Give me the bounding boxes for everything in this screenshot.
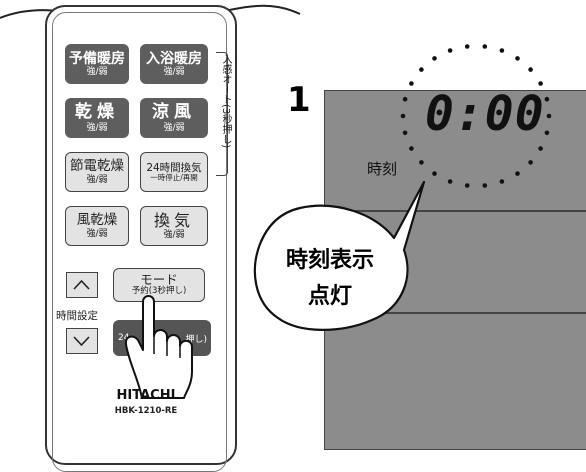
chevron-up-icon <box>73 279 90 290</box>
eco-dry-button[interactable]: 節電乾燥 強/弱 <box>65 152 129 192</box>
blink-dot <box>419 160 424 165</box>
clock-display: 0:00 <box>425 86 545 142</box>
bath-heat-button-sub: 強/弱 <box>163 66 185 77</box>
step-number: 1 <box>287 80 311 120</box>
blink-dot <box>464 183 470 188</box>
blink-dot <box>528 160 533 165</box>
panel-divider-upper <box>324 210 586 212</box>
cool-breeze-button[interactable]: 涼風 強/弱 <box>140 98 208 138</box>
blink-dot <box>515 171 520 176</box>
blink-dot <box>409 81 414 86</box>
bath-heat-button-label: 入浴暖房 <box>146 50 202 67</box>
blink-dot <box>546 113 552 119</box>
mode-button-sub: 予約(3秒押し) <box>131 286 187 297</box>
preheat-button[interactable]: 予備暖房 強/弱 <box>65 44 129 84</box>
time-down-button[interactable] <box>66 328 98 354</box>
chevron-down-icon <box>73 336 90 347</box>
wind-dry-button-sub: 強/弱 <box>86 228 108 239</box>
blink-dot <box>538 146 543 151</box>
blink-dot <box>447 179 453 184</box>
blink-indicator-dots <box>400 44 552 188</box>
brand-logo: HITACHI <box>116 388 176 403</box>
clock-label: 時刻 <box>367 160 398 178</box>
blink-dot <box>538 81 543 86</box>
mode-button[interactable]: モード 予約(3秒押し) <box>113 268 205 302</box>
blink-dot <box>402 96 408 102</box>
timer-button-prefix: 24 <box>118 333 130 343</box>
blink-dot <box>515 56 520 61</box>
blink-dot <box>499 179 505 184</box>
eco-dry-button-sub: 強/弱 <box>86 174 108 185</box>
callout-text: 時刻表示 点灯 <box>268 243 392 315</box>
ventilation-24h-button-label: 24時間換気 <box>146 161 202 174</box>
blink-dot <box>400 113 406 119</box>
blink-dot <box>482 44 488 49</box>
blink-dot <box>482 183 488 188</box>
preheat-button-label: 予備暖房 <box>69 50 125 67</box>
mode-button-label: モード <box>140 271 178 287</box>
blink-dot <box>409 146 414 151</box>
blink-dot <box>432 56 437 61</box>
ventilation-24h-button-sub: 一時停止/再開 <box>150 172 198 182</box>
callout-bubble <box>253 180 426 331</box>
cool-breeze-button-sub: 強/弱 <box>163 122 185 133</box>
auto-sensor-label: 入感オート(3秒押し) <box>220 54 231 149</box>
cool-breeze-button-label: 涼風 <box>152 102 196 123</box>
dry-button-label: 乾燥 <box>75 102 119 123</box>
blink-dot <box>447 48 453 53</box>
time-setting-label: 時間設定 <box>56 310 98 322</box>
blink-dot <box>432 171 437 176</box>
bath-heat-button[interactable]: 入浴暖房 強/弱 <box>140 44 208 84</box>
wind-dry-button[interactable]: 風乾燥 強/弱 <box>65 206 129 246</box>
time-up-button[interactable] <box>66 272 98 298</box>
dry-button-sub: 強/弱 <box>86 122 108 133</box>
model-number: HBK-1210-RE <box>114 406 178 416</box>
blink-dot <box>419 67 424 72</box>
blink-dot <box>464 44 470 49</box>
dry-button[interactable]: 乾燥 強/弱 <box>65 98 129 138</box>
auto-bracket <box>216 52 228 176</box>
blink-dot <box>544 96 550 102</box>
pointing-hand-icon <box>124 295 193 399</box>
callout-line-1: 時刻表示 <box>285 248 374 273</box>
wind-dry-button-label: 風乾燥 <box>76 212 118 229</box>
eco-dry-button-label: 節電乾燥 <box>70 158 124 175</box>
ventilation-24h-button[interactable]: 24時間換気 一時停止/再開 <box>140 152 208 192</box>
preheat-button-sub: 強/弱 <box>86 66 108 77</box>
blink-dot <box>528 67 533 72</box>
instruction-illustration: 予備暖房 強/弱 入浴暖房 強/弱 乾燥 強/弱 涼風 強/弱 節電乾燥 強/弱… <box>0 4 586 472</box>
ventilate-button[interactable]: 換気 強/弱 <box>140 206 208 246</box>
ventilate-button-label: 換気 <box>153 210 194 230</box>
callout-line-2: 点灯 <box>307 284 352 309</box>
blink-dot <box>499 48 505 53</box>
panel-divider-lower <box>324 312 586 314</box>
blink-dot <box>544 130 550 136</box>
ventilate-button-sub: 強/弱 <box>163 230 185 241</box>
blink-dot <box>402 130 408 136</box>
timer-button-suffix: 押し) <box>185 334 207 345</box>
